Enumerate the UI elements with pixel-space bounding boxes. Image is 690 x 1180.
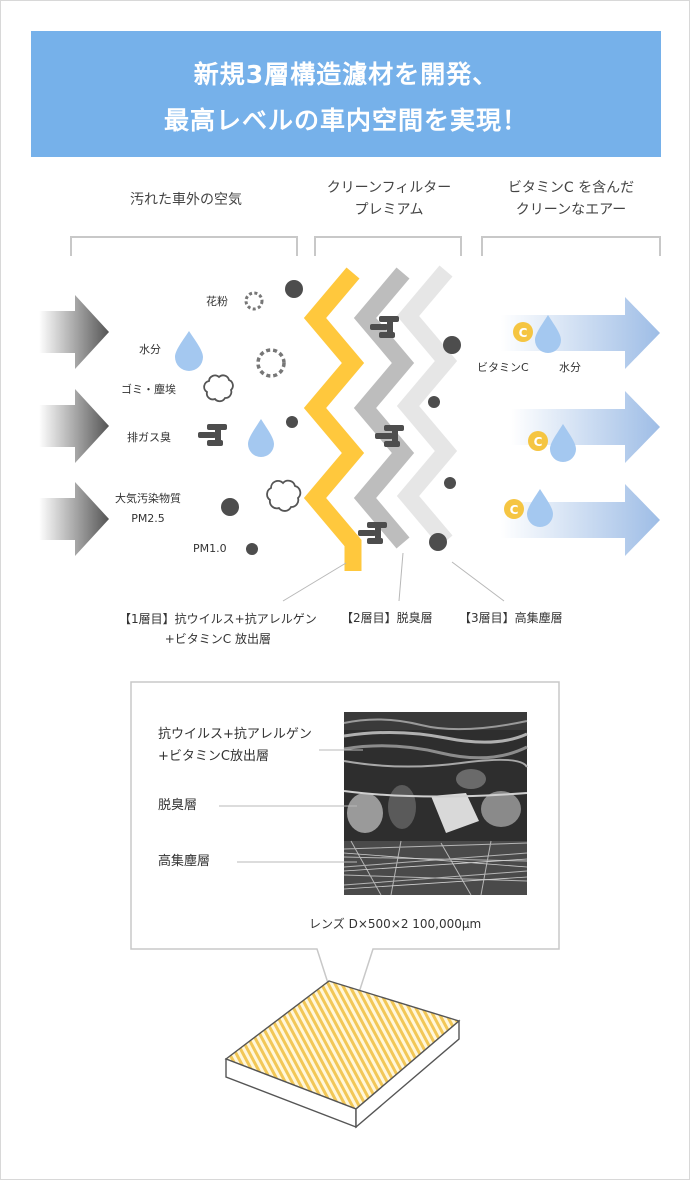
inset-label-layer-2: 脱臭層	[158, 798, 198, 813]
vitamin-c-icon: C	[513, 322, 533, 342]
microscope-photo	[343, 712, 528, 896]
particle-icon	[428, 396, 440, 408]
water-drop-icon	[535, 315, 561, 353]
odor-icon	[358, 522, 387, 544]
water-drop-icon	[175, 331, 203, 371]
label-exhaust: 排ガス臭	[127, 431, 171, 444]
filter-layer-2	[353, 267, 415, 549]
water-drop-icon	[527, 489, 553, 527]
inset-label-layer-1-line-2: +ビタミンC放出層	[158, 749, 269, 764]
pollen-icon	[256, 348, 286, 378]
label-out-moisture: 水分	[559, 361, 581, 374]
particle-icon	[429, 533, 447, 551]
header-filter: クリーンフィルター プレミアム	[301, 177, 477, 221]
title-banner: 新規3層構造濾材を開発、 最高レベルの車内空間を実現！	[31, 31, 661, 157]
label-layer-1: 【1層目】抗ウイルス+抗アレルゲン +ビタミンC 放出層	[119, 609, 317, 649]
inset-label-layer-1: 抗ウイルス+抗アレルゲン +ビタミンC放出層	[158, 724, 312, 768]
svg-text:C: C	[510, 503, 519, 517]
label-layer-2: 【2層目】脱臭層	[341, 611, 433, 625]
filter-layer-1	[303, 267, 365, 571]
title-line-1: 新規3層構造濾材を開発、	[193, 60, 499, 89]
particle-icon	[285, 280, 303, 298]
dust-icon	[266, 479, 302, 512]
leader-lines	[282, 552, 505, 602]
arrow-icon	[39, 389, 109, 463]
particle-icon	[221, 498, 239, 516]
filter-layer-3	[396, 265, 458, 547]
water-drop-icon	[550, 424, 576, 462]
label-vitamin-c: ビタミンC	[477, 361, 529, 374]
filter-icon	[224, 980, 461, 1129]
inset-label-layer-1-line-1: 抗ウイルス+抗アレルゲン	[158, 727, 312, 742]
arrow-icon	[39, 295, 109, 369]
label-moisture: 水分	[139, 343, 161, 356]
inset-label-layer-3: 高集塵層	[158, 854, 211, 869]
header-clean-line-1: ビタミンC を含んだ	[507, 180, 635, 196]
dust-icon	[203, 374, 234, 403]
label-dust: ゴミ・塵埃	[121, 383, 176, 396]
label-layer-1-line-1: 【1層目】抗ウイルス+抗アレルゲン	[119, 612, 317, 626]
particle-icon	[246, 543, 258, 555]
vitamin-c-icon: C	[528, 431, 548, 451]
header-clean-line-2: クリーンなエアー	[515, 202, 627, 218]
pollen-icon	[244, 291, 264, 311]
odor-icon	[375, 425, 404, 447]
odor-icon	[370, 316, 399, 338]
label-layer-3: 【3層目】高集塵層	[459, 611, 563, 625]
inset-leader-lines	[219, 749, 363, 863]
header-filter-line-1: クリーンフィルター	[326, 180, 452, 196]
water-drop-icon	[248, 419, 274, 457]
vitamin-c-icon: C	[504, 499, 524, 519]
arrow-icon	[501, 297, 660, 369]
label-pollutants: 大気汚染物質 PM2.5	[115, 489, 181, 529]
arrow-icon	[501, 484, 660, 556]
svg-text:C: C	[534, 435, 543, 449]
arrow-icon	[39, 482, 109, 556]
particle-icon	[286, 416, 298, 428]
label-pollen: 花粉	[206, 295, 228, 308]
header-filter-line-2: プレミアム	[354, 202, 424, 218]
inset-caption: レンズ D×500×2 100,000μm	[309, 917, 482, 931]
bracket-outside	[70, 236, 298, 256]
bracket-filter	[314, 236, 462, 256]
arrow-icon	[511, 391, 660, 463]
label-pollutants-line-1: 大気汚染物質	[115, 492, 181, 505]
label-pm1: PM1.0	[193, 542, 227, 555]
header-clean-air: ビタミンC を含んだ クリーンなエアー	[479, 177, 663, 221]
odor-icon	[198, 424, 227, 446]
particle-icon	[443, 336, 461, 354]
title-line-2: 最高レベルの車内空間を実現！	[163, 106, 528, 135]
bracket-clean	[481, 236, 661, 256]
label-layer-1-line-2: +ビタミンC 放出層	[164, 632, 271, 646]
label-pollutants-line-2: PM2.5	[131, 512, 165, 525]
svg-text:C: C	[519, 326, 528, 340]
header-outside-air: 汚れた車外の空気	[130, 192, 242, 208]
particle-icon	[444, 477, 456, 489]
